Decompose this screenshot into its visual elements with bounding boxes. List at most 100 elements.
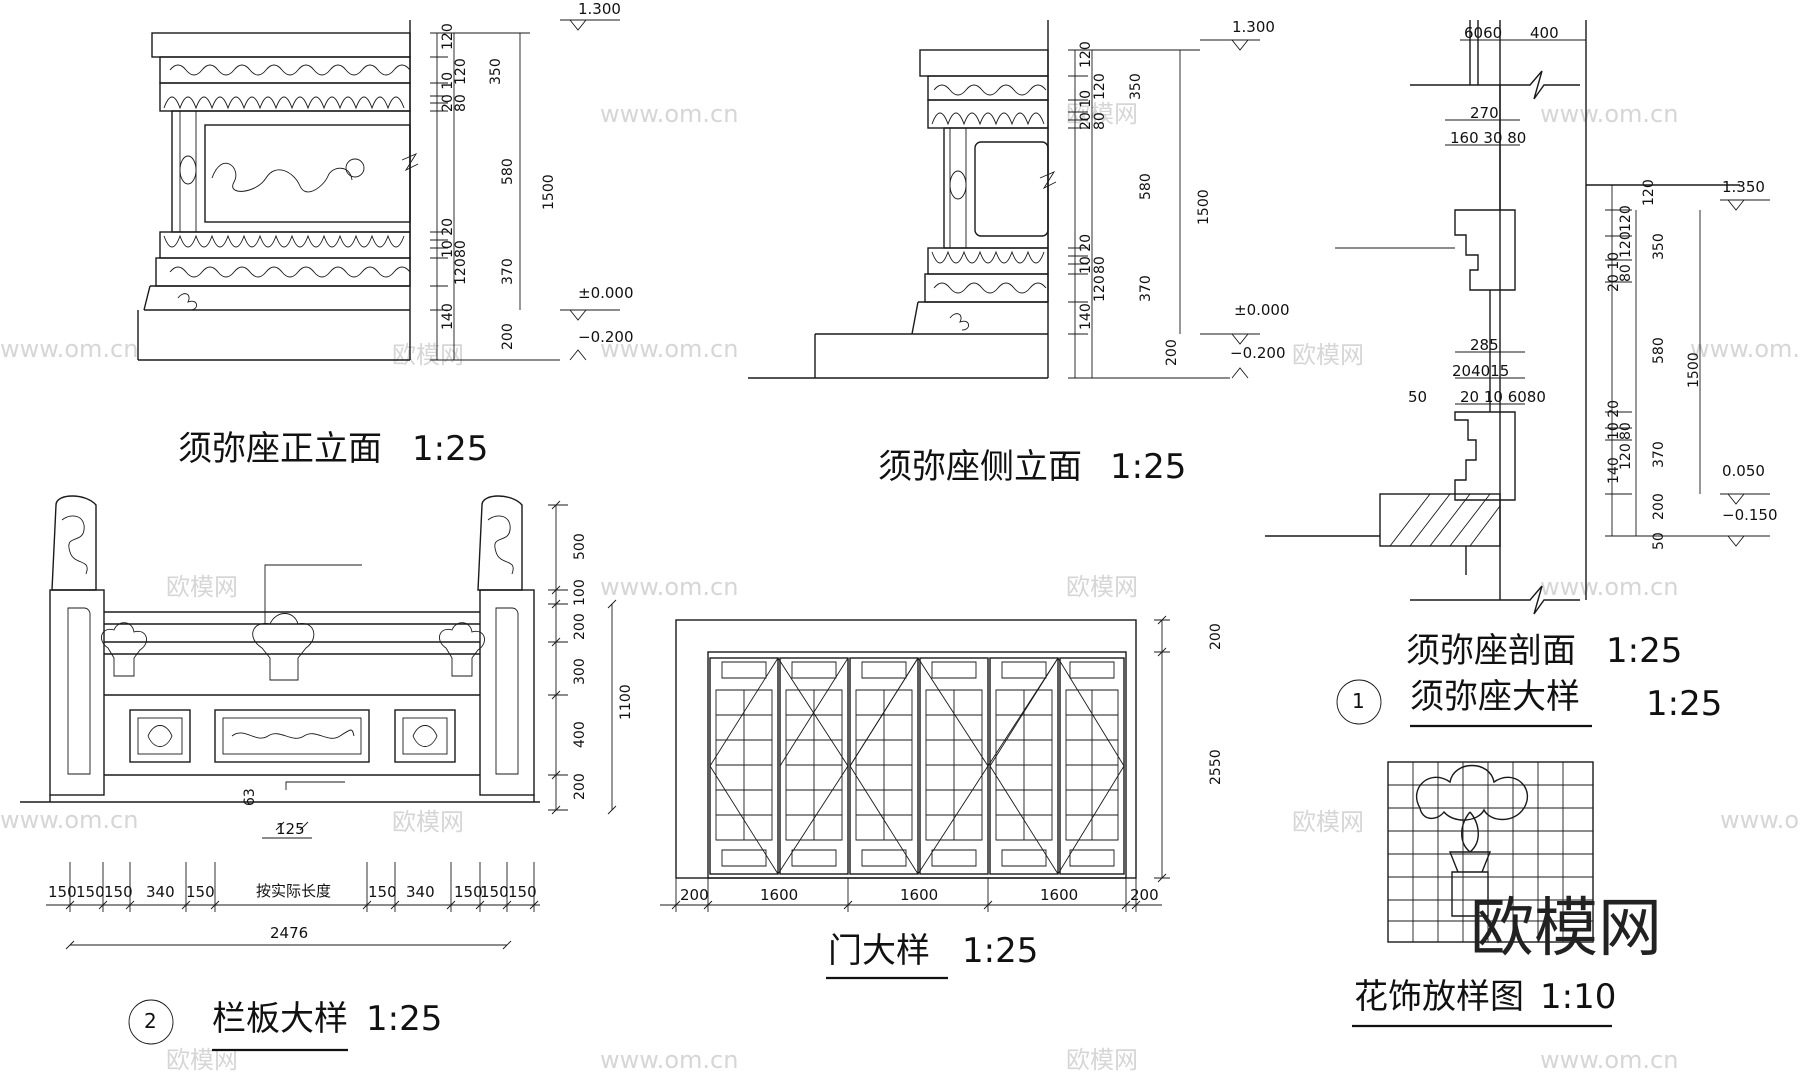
- dim-120: 120: [1641, 179, 1657, 206]
- brand-watermark-large: 欧模网: [1470, 892, 1662, 966]
- dim-20-10: 20 10: [1606, 252, 1622, 292]
- watermark-brand: 欧模网: [166, 573, 238, 601]
- side-elevation-drawing: [748, 20, 1057, 379]
- dim-120: 120: [1092, 73, 1108, 100]
- dim-340: 340: [406, 883, 435, 901]
- watermark-brand: 欧模网: [1066, 100, 1138, 128]
- door-drawing: [675, 619, 1137, 879]
- dim-270: 270: [1470, 104, 1499, 122]
- dim-80: 80: [1618, 264, 1634, 282]
- dim-20-10-60-80: 20 10 6080: [1460, 388, 1546, 406]
- watermark-site: www.om.cn: [1720, 806, 1800, 834]
- watermark-site: www.om.cn: [600, 1046, 738, 1074]
- watermark-brand: 欧模网: [392, 808, 464, 836]
- detail-title-group: 1 须弥座大样 1:25: [1336, 677, 1722, 728]
- dim-340: 340: [146, 883, 175, 901]
- railing-marker: 2: [144, 1009, 157, 1033]
- dim-80: 80: [1092, 112, 1108, 130]
- elevation-0: ±0.000: [1234, 301, 1290, 319]
- dim-1600: 1600: [1040, 886, 1078, 904]
- dim-200: 200: [680, 886, 709, 904]
- elevation-1300: 1.300: [578, 0, 621, 18]
- dim-370: 370: [1138, 275, 1154, 302]
- dim-2476: 2476: [270, 924, 308, 942]
- watermark-site: www.om.cn: [0, 806, 138, 834]
- actual-length-label: 按实际长度: [256, 882, 331, 900]
- dim-125: 125: [276, 820, 305, 838]
- dim-500: 500: [572, 533, 588, 560]
- side-elevation-dimensions: 120 350 20 10 80 120 580 1500 10 20 80 1…: [1068, 18, 1290, 379]
- railing-dimensions: 500 100 200 300 400 200 1100 63 125 150 …: [46, 500, 634, 950]
- dim-50: 50: [1408, 388, 1427, 406]
- dim-150: 150: [76, 883, 105, 901]
- watermark-site: www.om.cn: [1540, 573, 1678, 601]
- detail-scale: 1:25: [1646, 684, 1722, 724]
- dim-120: 120: [453, 58, 469, 85]
- dim-140: 140: [1078, 303, 1094, 330]
- railing-title-group: 2 栏板大样 1:25: [128, 999, 442, 1052]
- dim-200: 200: [500, 323, 516, 350]
- dim-1600: 1600: [760, 886, 798, 904]
- watermark-site: www.om.cn: [1690, 335, 1800, 363]
- dim-200: 200: [1130, 886, 1159, 904]
- dim-80: 80: [453, 94, 469, 112]
- railing-scale: 1:25: [366, 999, 442, 1039]
- dim-1600: 1600: [900, 886, 938, 904]
- dim-140: 140: [1606, 457, 1622, 484]
- railing-title: 栏板大样: [212, 999, 348, 1039]
- dim-63: 63: [242, 788, 258, 806]
- dim-350: 350: [1128, 73, 1144, 100]
- section-drawing: [1265, 20, 1740, 615]
- dim-400: 400: [1530, 24, 1559, 42]
- dim-100: 100: [572, 579, 588, 606]
- elevation-minus-150: −0.150: [1722, 506, 1778, 524]
- dim-120: 120: [440, 23, 456, 50]
- watermark-site: www.om.cn: [600, 100, 738, 128]
- section-title: 须弥座剖面: [1406, 631, 1576, 671]
- dim-2550: 2550: [1208, 749, 1224, 785]
- dim-120: 120: [1078, 41, 1094, 68]
- dim-150: 150: [104, 883, 133, 901]
- dim-400: 400: [572, 721, 588, 748]
- elevation-0: ±0.000: [578, 284, 634, 302]
- door-panels: [709, 657, 1125, 875]
- watermark-brand: 欧模网: [1292, 808, 1364, 836]
- dim-350: 350: [1651, 233, 1667, 260]
- dim-200: 200: [572, 613, 588, 640]
- dim-1500: 1500: [541, 174, 557, 210]
- dim-6060: 6060: [1464, 24, 1502, 42]
- dim-20-10: 20 10: [440, 72, 456, 112]
- dim-150: 150: [454, 883, 483, 901]
- dim-160-30-80: 160 30 80: [1450, 129, 1526, 147]
- watermark-brand: 欧模网: [1066, 573, 1138, 601]
- dim-1500: 1500: [1196, 189, 1212, 225]
- dim-20-40-15: 204015: [1452, 362, 1509, 380]
- dim-150: 150: [480, 883, 509, 901]
- side-elevation-scale: 1:25: [1110, 447, 1186, 487]
- dim-80: 80: [453, 240, 469, 258]
- dim-580: 580: [500, 158, 516, 185]
- section-dimensions: 6060 400 270 160 30 80 285 204015 50 20 …: [1408, 24, 1778, 550]
- dim-120: 120: [1618, 205, 1634, 232]
- front-elevation-drawing: [137, 20, 419, 361]
- front-elevation-scale: 1:25: [412, 429, 488, 469]
- watermark-site: www.om.cn: [600, 335, 738, 363]
- door-dimensions: 200 2550 200 1600 1600 1600 200: [660, 615, 1224, 912]
- watermark-site: www.om.cn: [600, 573, 738, 601]
- door-title: 门大样: [828, 931, 930, 971]
- dim-350: 350: [488, 58, 504, 85]
- side-elevation-title: 须弥座侧立面: [878, 447, 1082, 487]
- dim-580: 580: [1651, 337, 1667, 364]
- dim-1500: 1500: [1686, 352, 1702, 388]
- dim-10-20: 10 20: [1606, 400, 1622, 440]
- ornament-scale: 1:10: [1540, 977, 1616, 1017]
- front-elevation-dimensions: 120 350 20 10 80 120 580 1500 10 20 80 1…: [430, 0, 634, 361]
- dim-120: 120: [1618, 443, 1634, 470]
- detail-title: 须弥座大样: [1410, 677, 1580, 717]
- watermark-site: www.om.cn: [0, 335, 138, 363]
- detail-marker: 1: [1352, 689, 1365, 713]
- dim-370: 370: [1651, 441, 1667, 468]
- ornament-drawing: [1387, 761, 1594, 943]
- elevation-minus-200: −0.200: [578, 328, 634, 346]
- dim-200: 200: [1208, 623, 1224, 650]
